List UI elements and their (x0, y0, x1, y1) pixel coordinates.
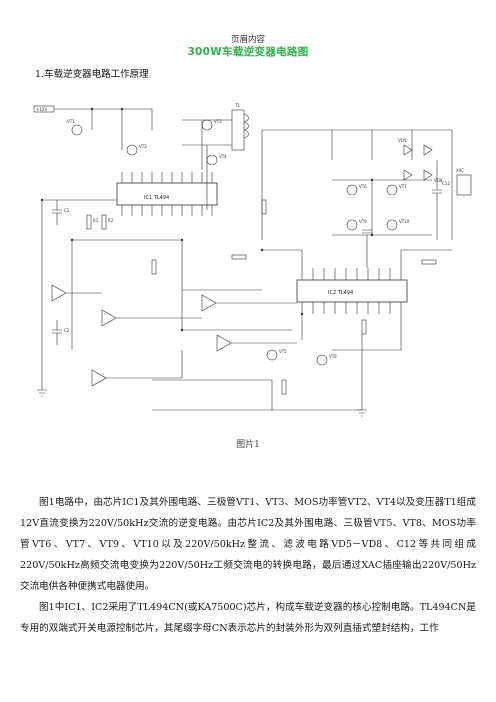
op-amp-d (216, 334, 232, 352)
capacitor-c1 (52, 200, 62, 225)
c12-label: C12 (442, 181, 450, 186)
output-socket-xac (456, 174, 472, 196)
rectifier-wiring (261, 129, 453, 240)
diode-vd6 (423, 144, 433, 156)
vt5-label: VT5 (279, 349, 287, 354)
figure-caption: 图片1 (236, 440, 260, 450)
vt9-label: VT9 (359, 219, 367, 224)
mos-vt2 (201, 119, 213, 131)
input-terminal-label: +12V (36, 107, 47, 112)
ic2-label: IC2 TL494 (328, 290, 353, 296)
op-amp-a (51, 284, 67, 302)
op-amp-c (201, 294, 217, 312)
vt7-label: VT7 (399, 184, 407, 189)
r1-label: R1 (93, 218, 99, 223)
vd5-label: VD5 (398, 138, 407, 143)
op-amp-b (101, 309, 117, 327)
resistor-r2 (101, 214, 107, 230)
vd8-label: VD8 (434, 178, 443, 183)
ic1-label: IC1 TL494 (144, 195, 169, 201)
ground-symbol (357, 409, 367, 417)
vt8-label: VT8 (329, 354, 337, 359)
mos-vt4 (206, 154, 218, 166)
paragraph-1-text: 图1电路中，由芯片IC1及其外围电路、三极管VT1、VT3、MOS功率管VT2、… (20, 497, 476, 592)
paragraph-2-text: 图1中IC1、IC2采用了TL494CN(或KA7500C)芯片，构成车载逆变器… (20, 602, 476, 634)
document-title: 300W车载逆变器电路图 (187, 46, 309, 58)
paragraph-1: 图1电路中，由芯片IC1及其外围电路、三极管VT1、VT3、MOS功率管VT2、… (20, 492, 476, 597)
c1-label: C1 (64, 208, 70, 213)
capacitor-c2 (52, 320, 62, 345)
mos-vt7 (386, 184, 398, 196)
mos-vt6 (346, 184, 358, 196)
diode-vd8 (423, 169, 433, 181)
xac-label: XAC (456, 168, 464, 173)
vt1-label: VT1 (67, 119, 75, 124)
section-heading: 1.车载逆变器电路工作原理 (35, 69, 149, 80)
vt10-label: VT10 (399, 219, 410, 224)
capacitor-c12 (432, 160, 442, 240)
circuit-diagram: +12V IC1 TL494 T1 VT2 VT4 VD5 VD8 VT6 VT… (32, 90, 478, 422)
c2-label: C2 (64, 328, 70, 333)
diode-vd7 (403, 169, 413, 181)
mos-vt9 (346, 219, 358, 231)
transformer-t1 (231, 109, 245, 151)
input-wire (54, 108, 153, 150)
ground-symbol (37, 389, 47, 397)
diode-vd5 (403, 144, 413, 156)
page-header: 页眉内容 (230, 35, 265, 45)
vt3-label: VT3 (139, 144, 147, 149)
vt6-label: VT6 (359, 184, 367, 189)
transistor-vt3 (126, 144, 138, 156)
transistor-vt8 (316, 354, 328, 366)
transistor-vt1 (71, 124, 83, 136)
vt4-label: VT4 (219, 154, 227, 159)
mos-vt10 (386, 219, 398, 231)
transformer-label: T1 (234, 103, 240, 108)
op-amp-e (91, 369, 107, 387)
paragraph-2: 图1中IC1、IC2采用了TL494CN(或KA7500C)芯片，构成车载逆变器… (20, 597, 476, 639)
ic1-block (116, 182, 218, 206)
transistor-vt5 (266, 349, 278, 361)
r2-label: R2 (108, 218, 114, 223)
ic2-block (296, 279, 408, 303)
resistor-r1 (86, 214, 92, 230)
vt2-label: VT2 (214, 119, 222, 124)
